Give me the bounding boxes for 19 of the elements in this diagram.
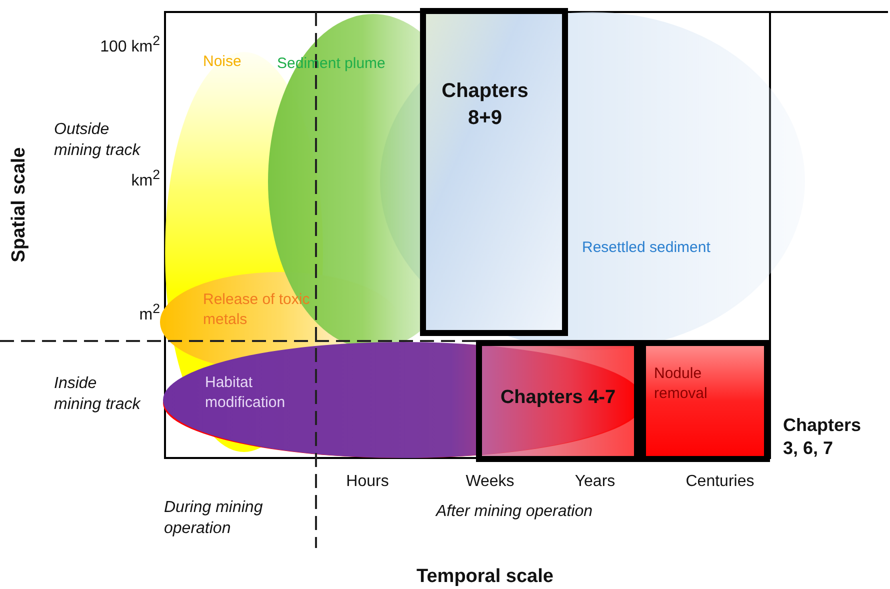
axis-tick-label: Hours xyxy=(345,472,390,492)
axis-tick-label: Years xyxy=(574,472,616,492)
axis-tick-label: 100 km$^{2}$ xyxy=(99,32,160,58)
column-label: After mining operation xyxy=(436,502,594,522)
impact-label: Habitat modification xyxy=(205,373,286,414)
axis-tick-label: km$^{2}$ xyxy=(130,166,160,192)
chapter-label: Chapters 4-7 xyxy=(499,386,617,410)
axis-title: Spatial scale xyxy=(8,146,31,262)
column-label: During mining operation xyxy=(164,498,264,539)
chapter-label: Chapters 3, 6, 7 xyxy=(783,414,862,460)
axis-tick-label: Weeks xyxy=(464,472,516,492)
axis-tick-label: m$^{2}$ xyxy=(138,300,160,326)
impact-label: Resettled sediment xyxy=(582,238,712,258)
axis-title: Temporal scale xyxy=(416,565,554,589)
impact-label: Nodule removal xyxy=(654,364,708,404)
row-label: Inside mining track xyxy=(54,374,142,415)
row-label: Outside mining track xyxy=(54,120,142,161)
axis-tick-label: Centuries xyxy=(684,472,756,492)
chapter-label: Chapters 8+9 xyxy=(440,79,530,131)
